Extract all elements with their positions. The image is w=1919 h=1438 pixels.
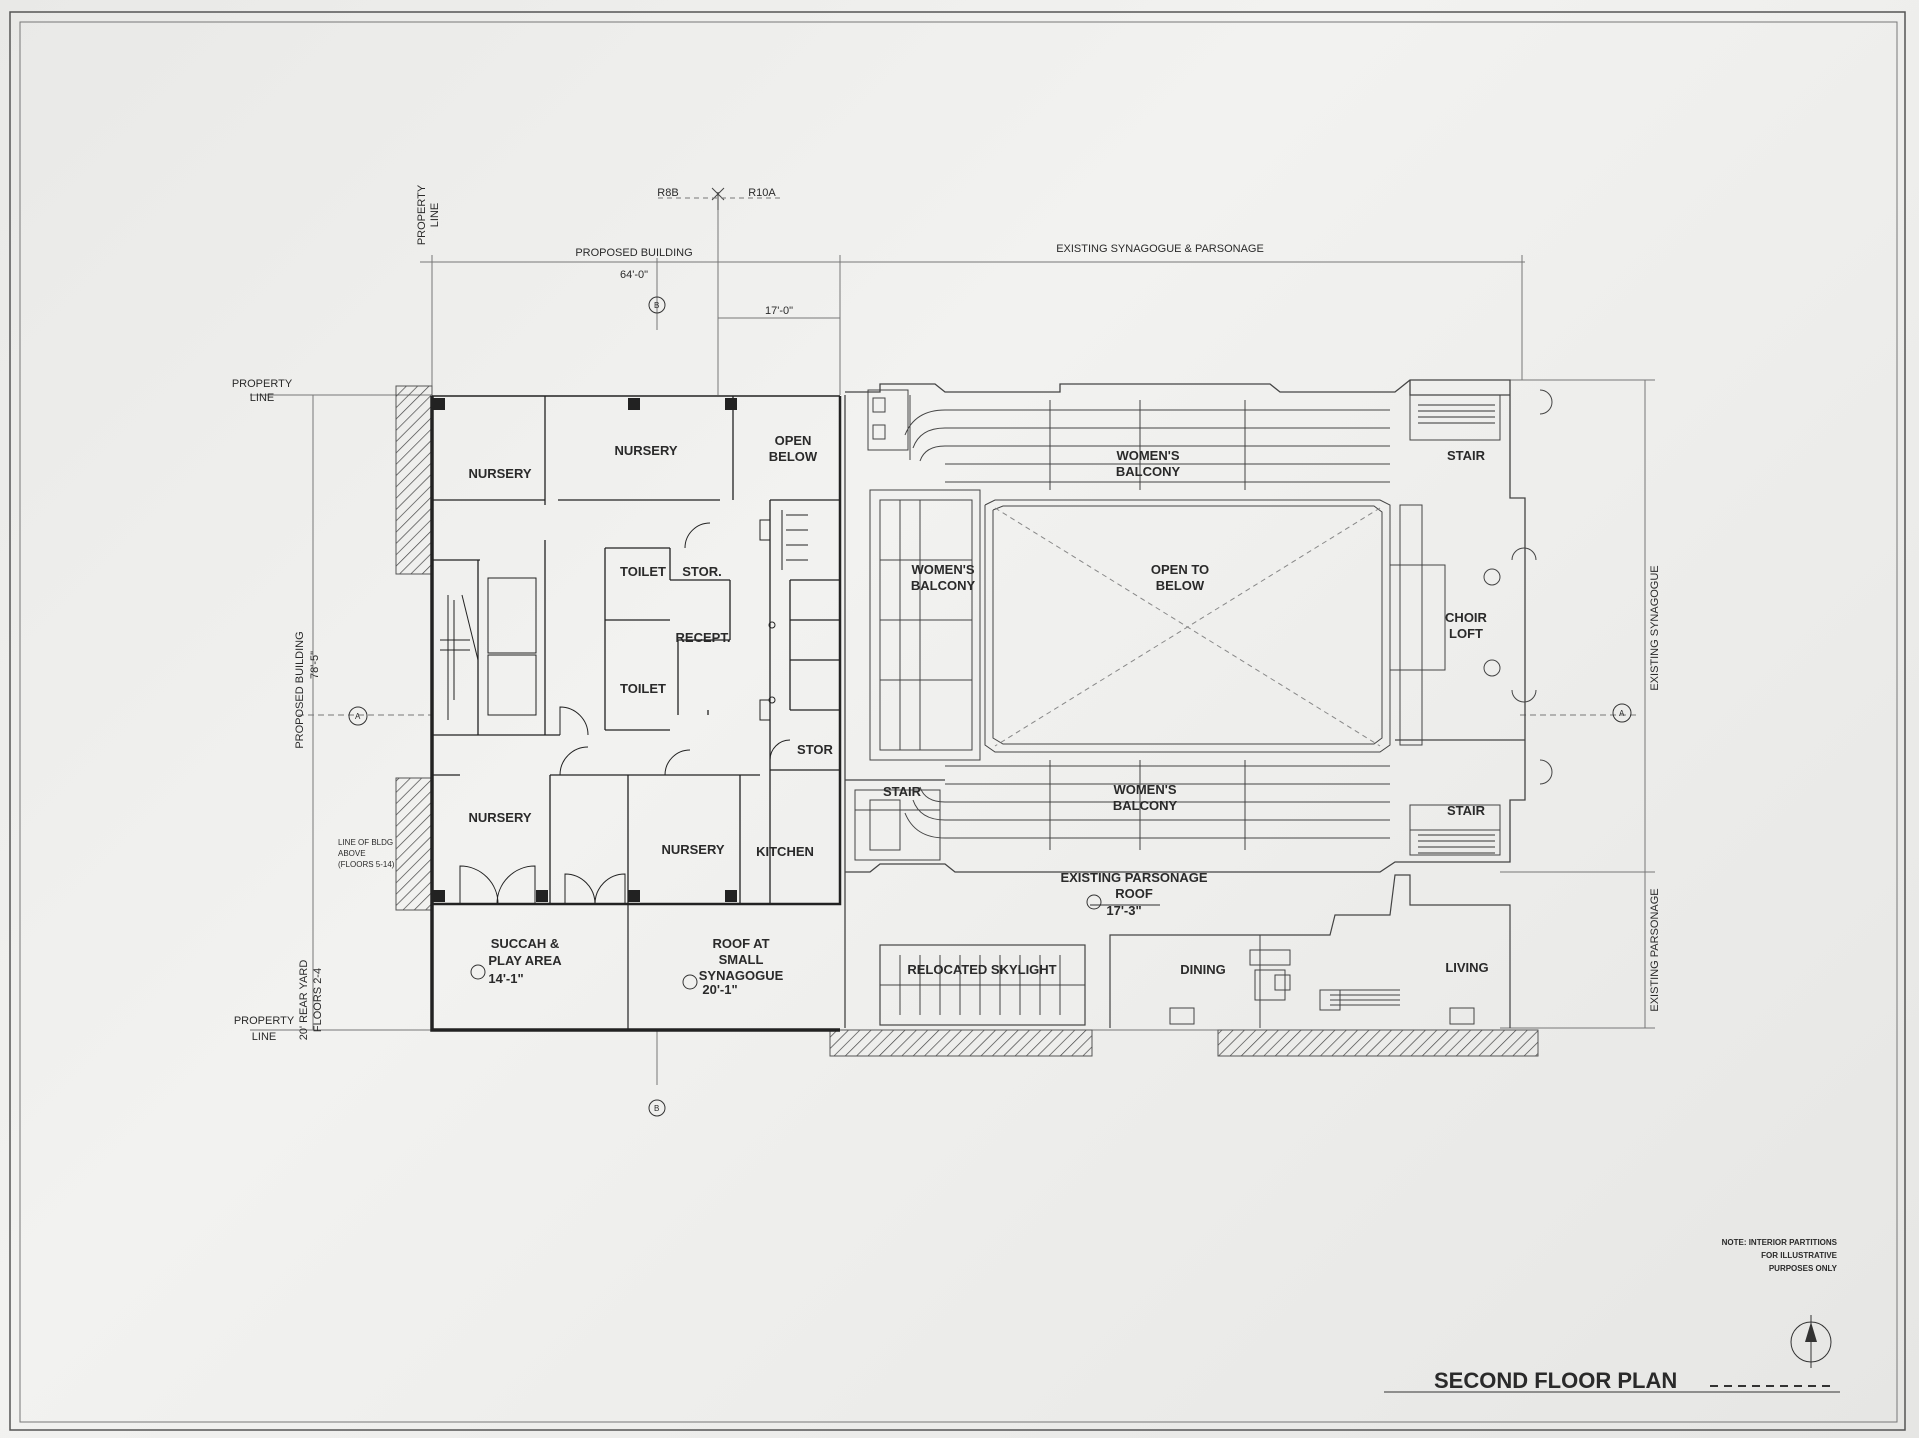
room-succah-2: PLAY AREA: [488, 953, 562, 968]
section-marker-a-right: A: [1619, 709, 1625, 718]
room-relocated-skylight: RELOCATED SKYLIGHT: [907, 962, 1056, 977]
note-line-2: FOR ILLUSTRATIVE: [1761, 1251, 1838, 1260]
proposed-building: [430, 395, 842, 1032]
neighbor-wall-left-upper: [395, 385, 433, 575]
room-parsonage-roof-elev: 17'-3": [1106, 903, 1141, 918]
property-line-left-bottom-1: PROPERTY: [234, 1015, 295, 1027]
room-toilet-2: TOILET: [620, 681, 666, 696]
neighbor-wall-left-lower: [395, 777, 433, 911]
proposed-building-top-label: PROPOSED BUILDING: [575, 247, 692, 259]
rear-yard-2: FLOORS 2-4: [312, 968, 324, 1032]
room-living: LIVING: [1445, 960, 1488, 975]
note-line-3: PURPOSES ONLY: [1769, 1264, 1838, 1273]
room-kitchen: KITCHEN: [756, 844, 814, 859]
existing-synagogue-parsonage-label: EXISTING SYNAGOGUE & PARSONAGE: [1056, 243, 1264, 255]
property-line-left-top-1: PROPERTY: [232, 378, 293, 390]
room-roof-small-elev: 20'-1": [702, 982, 737, 997]
room-roof-small-2: SMALL: [719, 952, 764, 967]
dim-17-label: 17'-0": [765, 305, 793, 317]
section-marker-a-left: A: [355, 712, 361, 721]
room-womens-balcony-bottom-1: WOMEN'S: [1113, 782, 1176, 797]
sheet-border-inner: [19, 21, 1898, 1423]
room-dining: DINING: [1180, 962, 1226, 977]
line-of-bldg-2: ABOVE: [338, 849, 366, 858]
room-roof-small-1: ROOF AT: [712, 936, 769, 951]
property-line-top-1: PROPERTY: [416, 184, 428, 245]
proposed-building-top-dim: 64'-0": [620, 269, 648, 281]
room-stair-top-right: STAIR: [1447, 448, 1486, 463]
room-nursery-3: NURSERY: [468, 810, 531, 825]
proposed-building-left-label: PROPOSED BUILDING: [294, 631, 306, 748]
room-succah-1: SUCCAH &: [491, 936, 560, 951]
room-womens-balcony-left-1: WOMEN'S: [911, 562, 974, 577]
room-stair-bottom-right: STAIR: [1447, 803, 1486, 818]
room-womens-balcony-left-2: BALCONY: [911, 578, 976, 593]
proposed-building-left-dim: 78'-5": [309, 651, 321, 679]
property-line-top-2: LINE: [429, 203, 441, 227]
room-nursery-1: NURSERY: [468, 466, 531, 481]
room-existing-parsonage-roof-1: EXISTING PARSONAGE: [1060, 870, 1207, 885]
line-of-bldg-1: LINE OF BLDG: [338, 838, 393, 847]
existing-synagogue: [844, 379, 1553, 1028]
room-open-below-2: BELOW: [769, 449, 818, 464]
property-line-left-top-2: LINE: [250, 392, 274, 404]
sheet-border-outer: [9, 11, 1906, 1431]
section-marker-b-top: B: [654, 301, 659, 310]
zone-r10a-label: R10A: [748, 187, 776, 199]
room-existing-parsonage-roof-2: ROOF: [1115, 886, 1153, 901]
room-stor: STOR: [797, 742, 833, 757]
room-womens-balcony-bottom-2: BALCONY: [1113, 798, 1178, 813]
existing-parsonage-right-label: EXISTING PARSONAGE: [1649, 888, 1661, 1011]
sheet-title: SECOND FLOOR PLAN: [1434, 1368, 1677, 1393]
note-line-1: NOTE: INTERIOR PARTITIONS: [1722, 1238, 1838, 1247]
neighbor-wall-bottom-2: [1217, 1029, 1539, 1057]
room-open-to-below-2: BELOW: [1156, 578, 1205, 593]
existing-synagogue-right-label: EXISTING SYNAGOGUE: [1649, 565, 1661, 690]
zone-r8b-label: R8B: [657, 187, 678, 199]
room-open-below-1: OPEN: [775, 433, 812, 448]
section-marker-b-bottom: B: [654, 1104, 659, 1113]
section-markers: [348, 296, 1840, 1393]
room-nursery-4: NURSERY: [661, 842, 724, 857]
rear-yard-1: 20' REAR YARD: [298, 960, 310, 1041]
room-stor-dot: STOR.: [682, 564, 722, 579]
room-stair-left: STAIR: [883, 784, 922, 799]
room-recept: RECEPT.: [676, 630, 731, 645]
existing-parsonage: [879, 874, 1511, 1028]
room-womens-balcony-top-1: WOMEN'S: [1116, 448, 1179, 463]
room-open-to-below-1: OPEN TO: [1151, 562, 1209, 577]
room-succah-elev: 14'-1": [488, 971, 523, 986]
room-nursery-2: NURSERY: [614, 443, 677, 458]
line-of-bldg-3: (FLOORS 5-14): [338, 860, 395, 869]
room-womens-balcony-top-2: BALCONY: [1116, 464, 1181, 479]
room-toilet-1: TOILET: [620, 564, 666, 579]
property-line-left-bottom-2: LINE: [252, 1031, 276, 1043]
north-arrow-icon: [1805, 1322, 1817, 1342]
neighbor-wall-bottom-1: [829, 1029, 1093, 1057]
room-roof-small-3: SYNAGOGUE: [699, 968, 784, 983]
room-choir-loft-1: CHOIR: [1445, 610, 1488, 625]
room-choir-loft-2: LOFT: [1449, 626, 1483, 641]
dimension-lines: [250, 187, 1655, 1085]
